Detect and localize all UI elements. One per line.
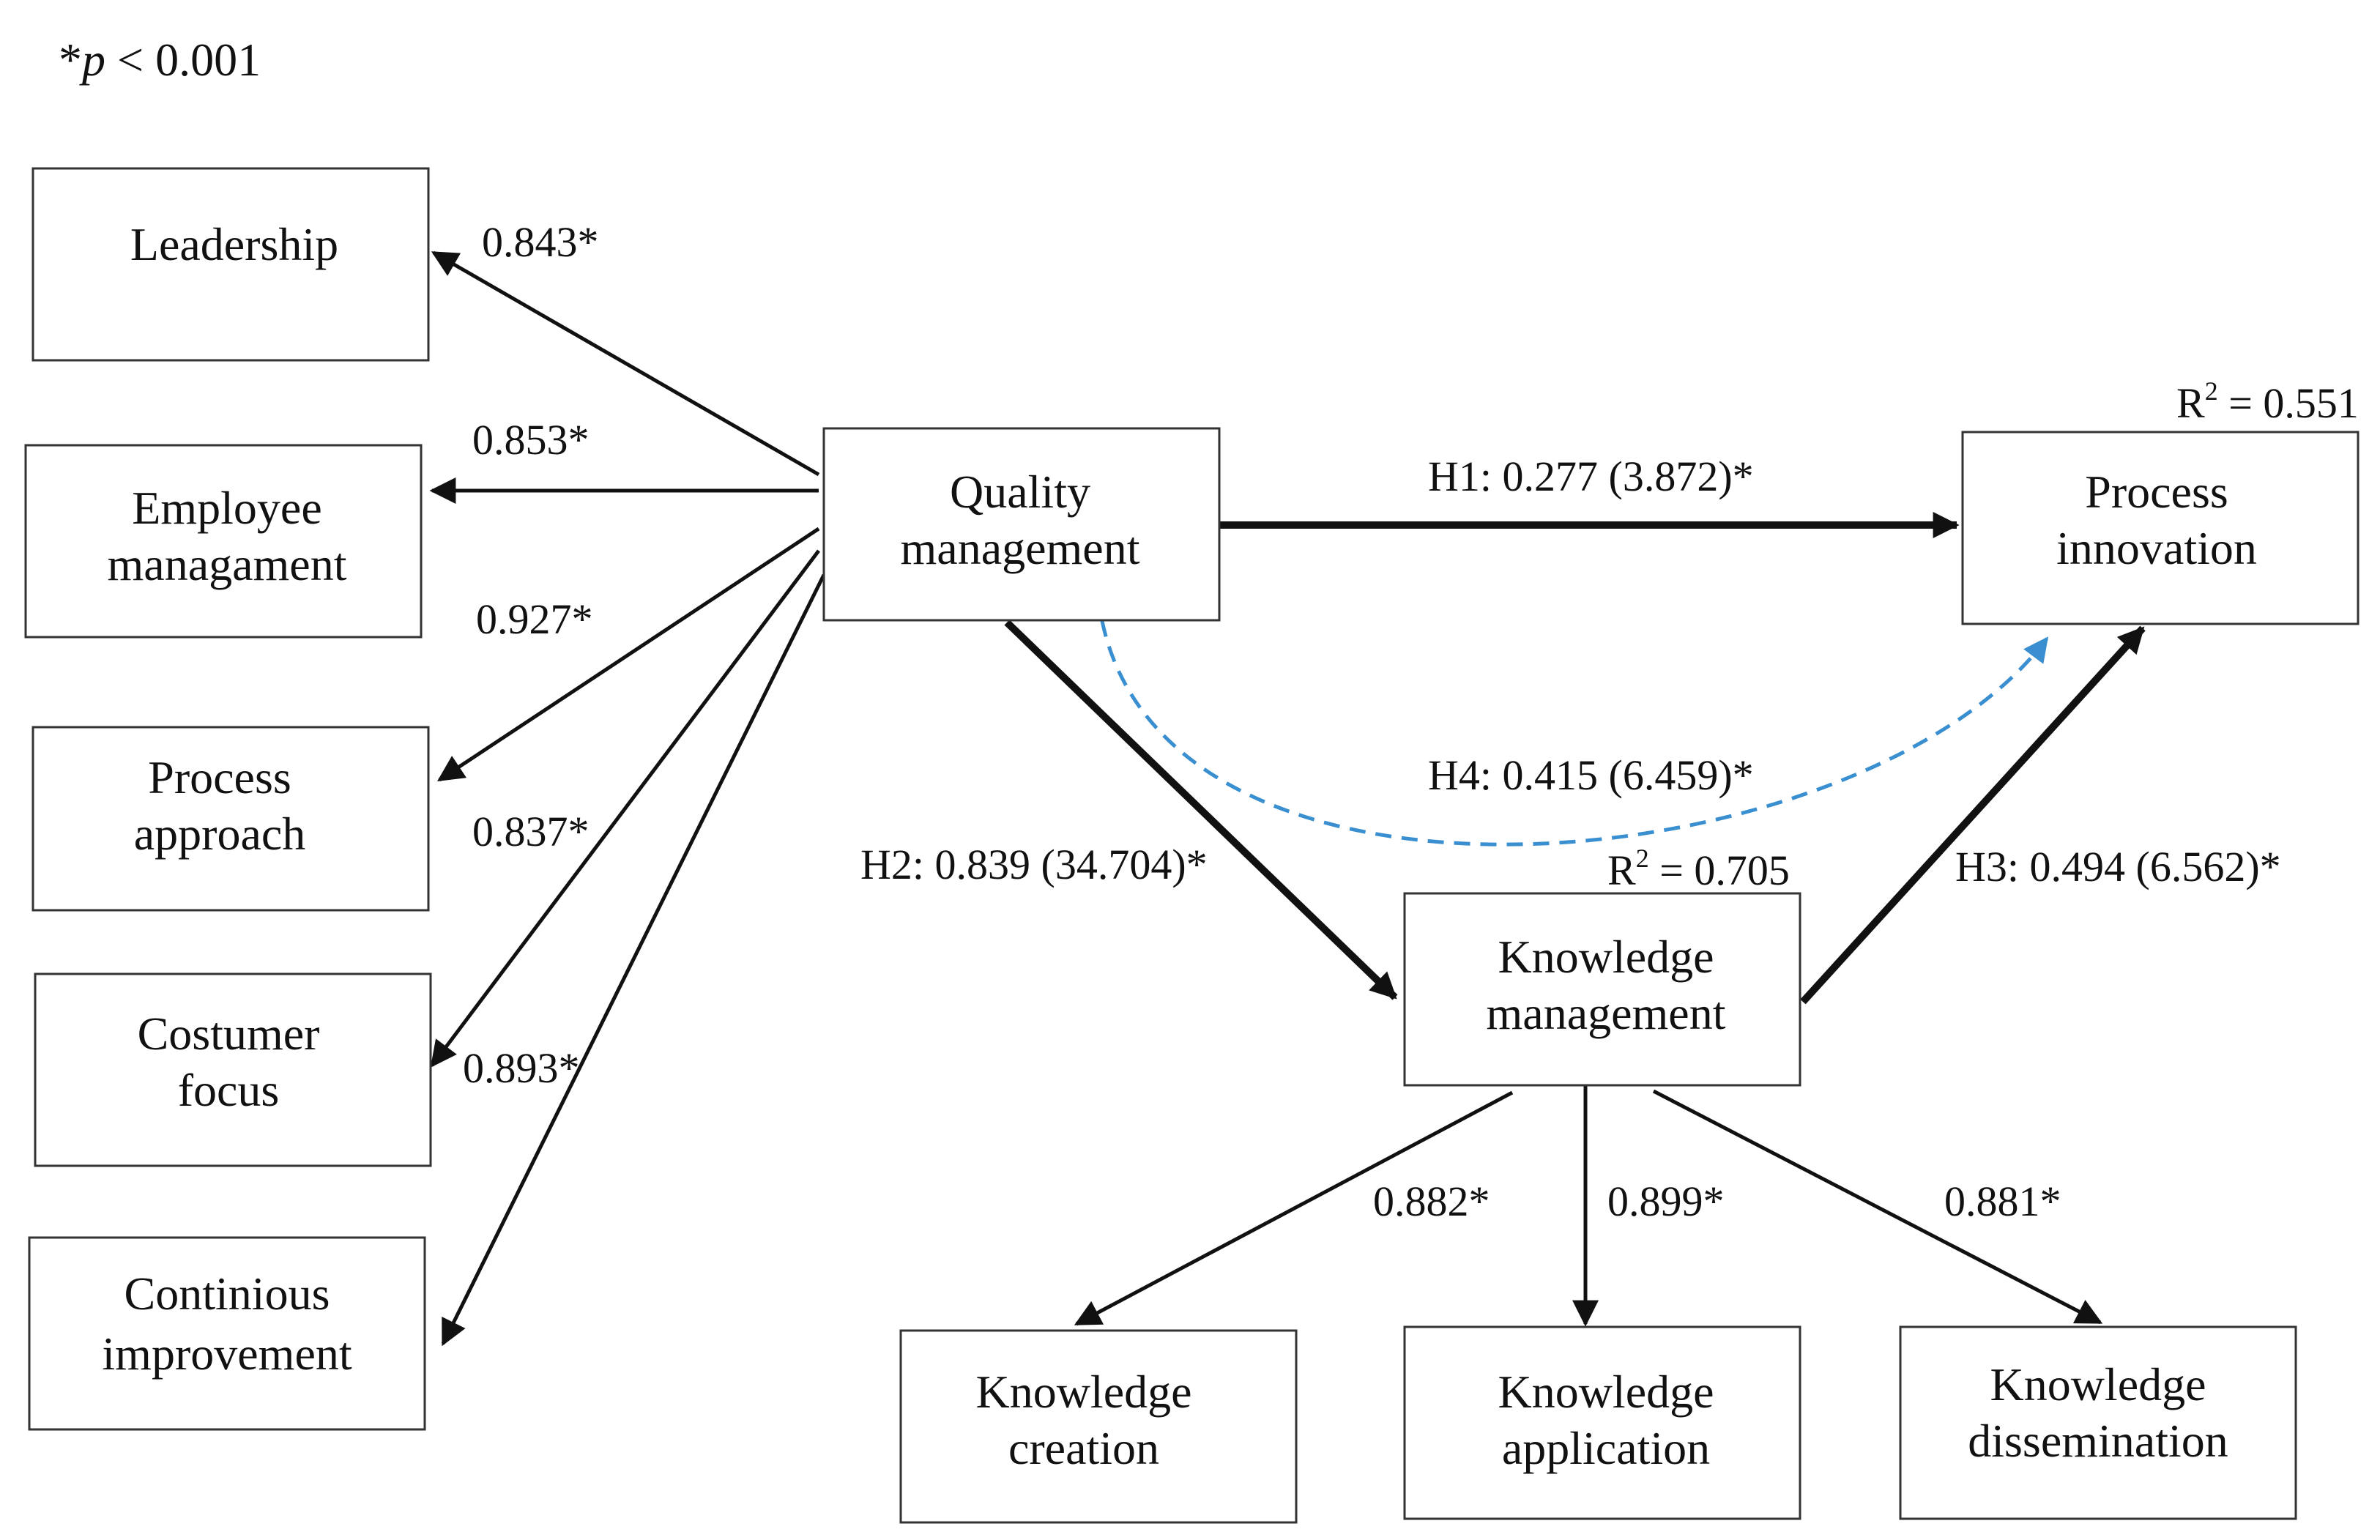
- svg-text:Quality: Quality: [950, 466, 1090, 518]
- node-knowledge-management: Knowledge management: [1403, 892, 1801, 1087]
- significance-note: *p < 0.001: [59, 34, 261, 86]
- svg-text:improvement: improvement: [102, 1328, 352, 1380]
- node-quality-management: Quality management: [822, 427, 1221, 622]
- loading-employee: 0.853*: [472, 416, 590, 464]
- hypothesis-h1-label: H1: 0.277 (3.872)*: [1428, 453, 1754, 500]
- hypothesis-h3-label: H3: 0.494 (6.562)*: [1955, 843, 2281, 890]
- r2-knowledge-management: R2 = 0.705: [1607, 844, 1790, 894]
- svg-text:Process: Process: [2085, 466, 2228, 518]
- loading-continuous-improvement: 0.893*: [463, 1044, 580, 1092]
- loading-costumer-focus: 0.837*: [472, 808, 590, 855]
- svg-text:application: application: [1502, 1422, 1710, 1474]
- node-knowledge-creation: Knowledge creation: [899, 1329, 1298, 1524]
- edge-h4-mediation: [1100, 620, 2049, 847]
- svg-text:Knowledge: Knowledge: [1498, 1366, 1714, 1418]
- node-employee-management: Employee managament: [24, 444, 423, 639]
- svg-text:Knowledge: Knowledge: [975, 1366, 1191, 1418]
- node-continuous-improvement: Continious improvement: [28, 1236, 426, 1431]
- node-knowledge-application: Knowledge application: [1403, 1325, 1801, 1520]
- svg-text:management: management: [901, 522, 1140, 574]
- edge-km-creation: [1074, 1090, 1514, 1326]
- r2-process-innovation: R2 = 0.551: [2176, 376, 2359, 427]
- svg-text:Process: Process: [148, 751, 291, 803]
- svg-text:Leadership: Leadership: [130, 218, 338, 270]
- edge-h3-km-process-innovation: [1800, 625, 2146, 1005]
- svg-text:Employee: Employee: [132, 482, 321, 534]
- svg-text:management: management: [1487, 987, 1726, 1039]
- edge-h2-qm-knowledge-management: [1004, 620, 1398, 1000]
- node-process-approach: Process approach: [31, 726, 430, 912]
- loading-process-approach: 0.927*: [476, 595, 593, 643]
- svg-text:Costumer: Costumer: [138, 1008, 320, 1060]
- edge-qm-leadership: [431, 250, 820, 477]
- svg-text:creation: creation: [1008, 1422, 1159, 1474]
- edge-qm-costumer-focus: [430, 549, 820, 1068]
- loading-knowledge-application: 0.899*: [1607, 1178, 1725, 1225]
- hypothesis-h4-label: H4: 0.415 (6.459)*: [1428, 751, 1754, 799]
- svg-text:innovation: innovation: [2056, 522, 2257, 574]
- svg-text:dissemination: dissemination: [1968, 1415, 2228, 1467]
- loading-knowledge-dissemination: 0.881*: [1944, 1178, 2061, 1225]
- loading-leadership: 0.843*: [482, 218, 599, 266]
- node-knowledge-dissemination: Knowledge dissemination: [1899, 1325, 2297, 1520]
- svg-text:focus: focus: [178, 1064, 280, 1116]
- loading-knowledge-creation: 0.882*: [1373, 1178, 1490, 1225]
- node-leadership: Leadership: [31, 167, 430, 362]
- edge-km-dissemination: [1652, 1089, 2103, 1325]
- hypothesis-h2-label: H2: 0.839 (34.704)*: [860, 841, 1208, 888]
- node-costumer-focus: Costumer focus: [34, 972, 432, 1167]
- edge-qm-process-approach: [436, 527, 820, 782]
- node-process-innovation: Process innovation: [1961, 431, 2359, 625]
- edge-qm-continuous-improvement: [441, 573, 826, 1347]
- svg-text:Knowledge: Knowledge: [1990, 1358, 2206, 1410]
- svg-text:managament: managament: [108, 538, 347, 590]
- svg-text:approach: approach: [134, 808, 306, 860]
- svg-text:Knowledge: Knowledge: [1498, 931, 1714, 983]
- svg-text:Continious: Continious: [124, 1268, 330, 1320]
